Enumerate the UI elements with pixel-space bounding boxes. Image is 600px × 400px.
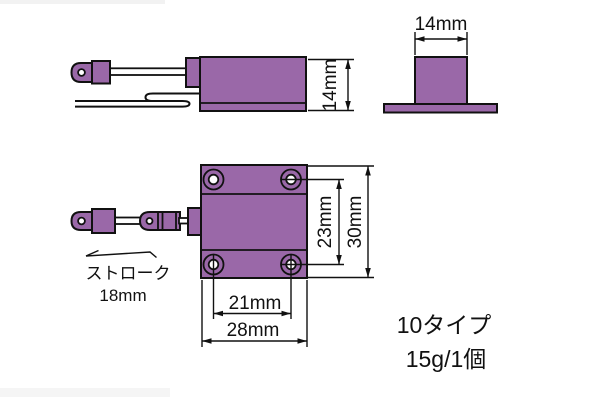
arrowhead-right (281, 310, 291, 317)
arrowhead-left (415, 36, 425, 42)
arrowhead-right (297, 338, 307, 344)
arrowhead-up (336, 179, 342, 189)
weight-note: 15g/1個 (406, 346, 487, 372)
stroke-label: ストローク (86, 264, 171, 283)
stroke-arrow-barb (85, 249, 99, 257)
body-connector (187, 207, 202, 236)
product-notes: 10タイプ 15g/1個 (397, 312, 492, 372)
arrowhead-up (365, 166, 371, 176)
stroke-arrow-shaft (85, 251, 157, 259)
piston-rod (109, 67, 189, 76)
damper-body-front (414, 56, 468, 105)
arrowhead-left (202, 338, 212, 344)
stroke-annotation: ストローク 18mm (85, 249, 171, 305)
hole-pitch-vertical-label: 23mm (315, 196, 336, 249)
stroke-value-label: 18mm (99, 286, 146, 305)
damper-cylinder (138, 211, 181, 231)
front-width-dimension (414, 32, 468, 55)
mounting-hole (207, 173, 220, 186)
arrowhead-left (213, 310, 223, 317)
scan-artifact-top (0, 0, 165, 4)
hole-pitch-horizontal-dimension: 21mm (213, 293, 291, 317)
plate-height-label: 30mm (345, 196, 366, 249)
scan-artifact-bottom (0, 388, 170, 397)
plate-width-label: 28mm (227, 320, 280, 341)
front-width-dimension-label: 14mm (415, 14, 468, 35)
front-view-body-parts (383, 56, 498, 114)
piston-rod (114, 216, 142, 225)
arrowhead-right (457, 36, 467, 42)
rod-end-block (91, 60, 111, 85)
type-note: 10タイプ (397, 312, 492, 338)
damper-body-side (199, 56, 307, 112)
wire-leads (75, 100, 191, 108)
clevis-hole (77, 216, 86, 226)
rod-end-block (91, 208, 116, 234)
hole-pitch-vertical-dimension: 23mm (315, 179, 342, 265)
mounting-flange-front (383, 103, 498, 114)
arrowhead-down (336, 255, 342, 265)
plan-view-body-parts (70, 164, 308, 279)
side-height-dimension: 14mm (308, 59, 354, 112)
plate-height-dimension: 30mm (308, 165, 374, 279)
side-view-body-parts (70, 56, 307, 112)
body-connector (185, 57, 201, 88)
side-view: 14mm (70, 56, 354, 112)
clevis-hole (77, 68, 86, 77)
hole-pitch-horizontal-label: 21mm (229, 293, 282, 314)
arrowhead-down (345, 101, 351, 111)
side-height-dimension-label: 14mm (320, 59, 341, 112)
arrowhead-up (345, 59, 351, 69)
wire-fold-upper (144, 92, 200, 102)
arrowhead-down (365, 268, 371, 278)
plan-view: 23mm 30mm 21mm 28mm (70, 164, 374, 347)
plate-width-dimension: 28mm (201, 280, 308, 347)
front-view: 14mm (383, 14, 498, 114)
cylinder-hole (145, 217, 154, 225)
